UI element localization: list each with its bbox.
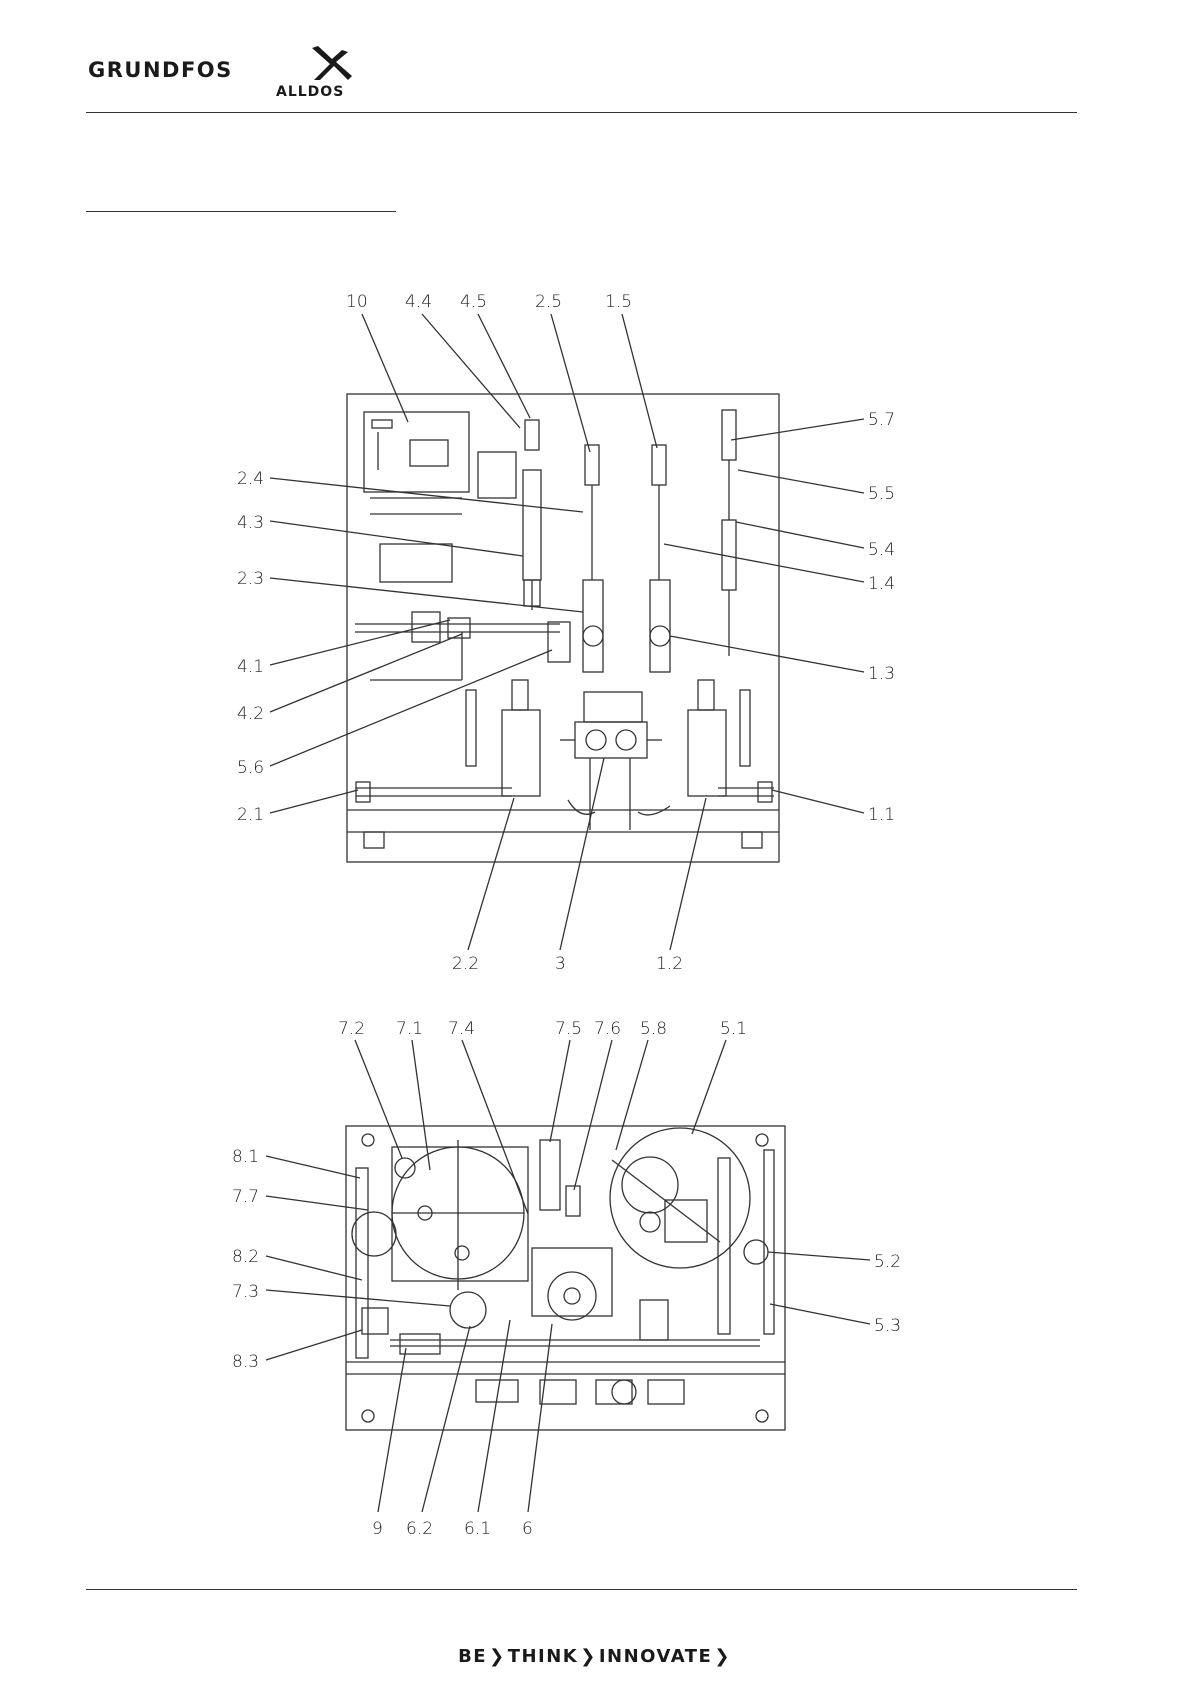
label-6: 6 (522, 1519, 533, 1539)
label-4-5: 4.5 (460, 292, 487, 312)
label-7-6: 7.6 (594, 1019, 621, 1039)
label-2-3: 2.3 (237, 569, 264, 589)
label-1-2: 1.2 (656, 954, 683, 974)
slogan-be: BE (458, 1646, 487, 1667)
slogan-think: THINK (508, 1646, 579, 1667)
label-4-4: 4.4 (405, 292, 432, 312)
label-2-2: 2.2 (452, 954, 479, 974)
label-8-1: 8.1 (232, 1147, 259, 1167)
label-4-1: 4.1 (237, 657, 264, 677)
label-7-5: 7.5 (555, 1019, 582, 1039)
footer-slogan: BE❯THINK❯INNOVATE❯ (0, 1646, 1191, 1667)
label-2-5: 2.5 (535, 292, 562, 312)
label-8-3: 8.3 (232, 1352, 259, 1372)
label-1-1: 1.1 (868, 805, 895, 825)
label-5-6: 5.6 (237, 758, 264, 778)
label-7-7: 7.7 (232, 1187, 259, 1207)
label-5-7: 5.7 (868, 410, 895, 430)
label-4-2: 4.2 (237, 704, 264, 724)
controller-box (364, 412, 469, 492)
label-5-3: 5.3 (874, 1316, 901, 1336)
label-6-1: 6.1 (464, 1519, 491, 1539)
front-view (347, 394, 779, 862)
label-7-1: 7.1 (396, 1019, 423, 1039)
chevron-right-icon: ❯ (714, 1646, 731, 1667)
top-view (346, 1126, 785, 1430)
label-7-2: 7.2 (338, 1019, 365, 1039)
label-3: 3 (555, 954, 566, 974)
slogan-innovate: INNOVATE (599, 1646, 712, 1667)
label-5-1: 5.1 (720, 1019, 747, 1039)
label-4-3: 4.3 (237, 513, 264, 533)
label-7-3: 7.3 (232, 1282, 259, 1302)
label-1-5: 1.5 (605, 292, 632, 312)
label-9: 9 (372, 1519, 383, 1539)
label-6-2: 6.2 (406, 1519, 433, 1539)
label-10: 10 (346, 292, 368, 312)
label-2-4: 2.4 (237, 469, 264, 489)
chevron-right-icon: ❯ (489, 1646, 506, 1667)
label-5-8: 5.8 (640, 1019, 667, 1039)
label-7-4: 7.4 (448, 1019, 475, 1039)
label-1-3: 1.3 (868, 664, 895, 684)
footer-rule (86, 1589, 1077, 1590)
label-5-4: 5.4 (868, 540, 895, 560)
label-2-1: 2.1 (237, 805, 264, 825)
chevron-right-icon: ❯ (580, 1646, 597, 1667)
label-5-5: 5.5 (868, 484, 895, 504)
label-1-4: 1.4 (868, 574, 895, 594)
label-8-2: 8.2 (232, 1247, 259, 1267)
top-view-labels: 7.2 7.1 7.4 7.5 7.6 5.8 5.1 8.1 7.7 8.2 … (232, 1019, 901, 1539)
label-5-2: 5.2 (874, 1252, 901, 1272)
